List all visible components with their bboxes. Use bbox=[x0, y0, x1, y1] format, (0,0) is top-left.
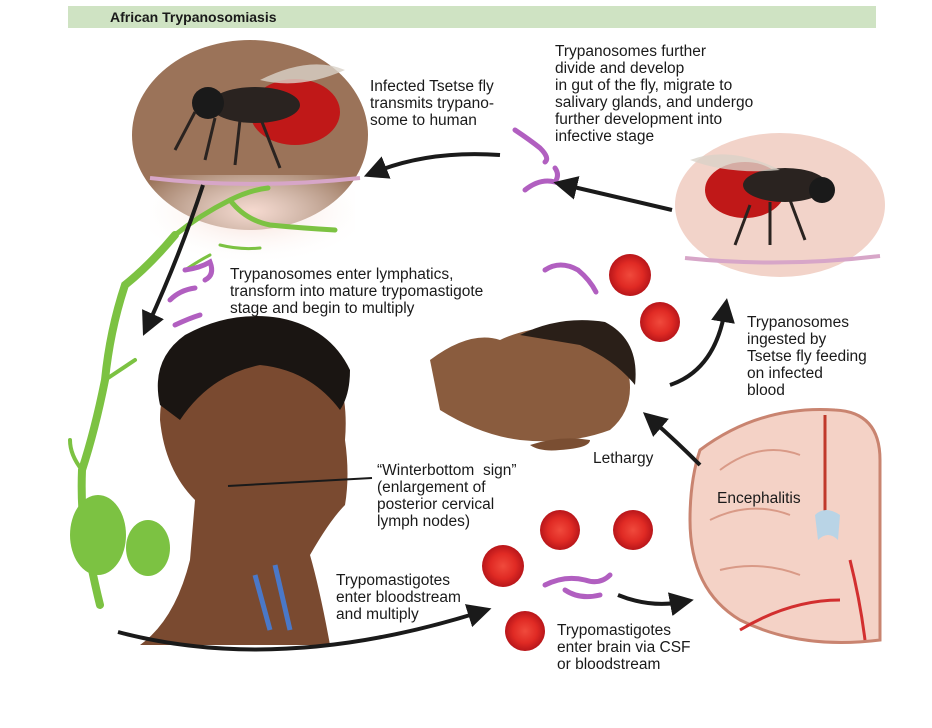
label-winterbottom: “Winterbottom sign” (enlargement of post… bbox=[377, 462, 517, 530]
trypanosomes bbox=[167, 127, 613, 600]
label-further-divide: Trypanosomes further divide and develop … bbox=[555, 43, 754, 145]
label-infected-fly: Infected Tsetse fly transmits trypano- s… bbox=[370, 78, 495, 129]
label-brain: Trypomastigotes enter brain via CSF or b… bbox=[557, 622, 691, 673]
diagram-title: African Trypanosomiasis bbox=[110, 9, 277, 25]
brain-section bbox=[688, 408, 882, 644]
woman-patient bbox=[140, 316, 350, 645]
label-ingested: Trypanosomes ingested by Tsetse fly feed… bbox=[747, 314, 867, 399]
cycle-arrows bbox=[117, 152, 735, 652]
tsetse-fly-feeding-infected bbox=[675, 133, 885, 277]
label-lethargy: Lethargy bbox=[593, 450, 654, 467]
red-blood-cells bbox=[482, 254, 680, 651]
label-encephalitis: Encephalitis bbox=[717, 490, 801, 507]
label-bloodstream: Trypomastigotes enter bloodstream and mu… bbox=[336, 572, 461, 623]
label-enter-lymphatics: Trypanosomes enter lymphatics, transform… bbox=[230, 266, 484, 317]
title-bar: African Trypanosomiasis bbox=[68, 6, 876, 28]
sleeping-child bbox=[430, 320, 636, 451]
lymph-node-left bbox=[70, 495, 126, 575]
lymph-node-right bbox=[126, 520, 170, 576]
tsetse-fly-feeding-human bbox=[132, 40, 368, 265]
winterbottom-pointer-line bbox=[227, 477, 373, 487]
